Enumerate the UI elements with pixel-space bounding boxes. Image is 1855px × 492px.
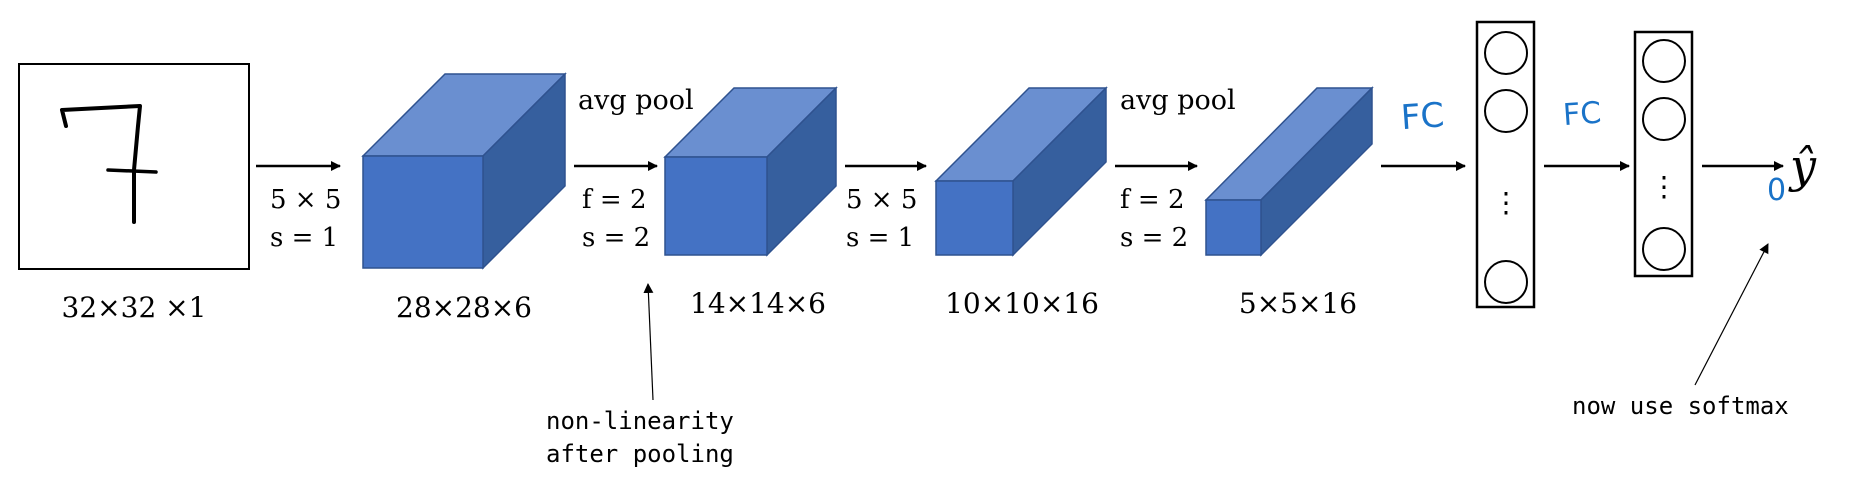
pooling-note-pointer xyxy=(643,283,654,401)
op4-stride-label: s = 2 xyxy=(1120,223,1188,253)
softmax-note-pointer xyxy=(1694,243,1769,386)
output-handwritten-mark: 0 xyxy=(1767,173,1786,208)
fc1-neuron xyxy=(1484,31,1528,75)
input-dims-label: 32×32 ×1 xyxy=(62,291,207,324)
layer-pool1-volume xyxy=(663,86,838,257)
layer-conv1-dims: 28×28×6 xyxy=(396,291,532,324)
fc2-neuron xyxy=(1642,39,1686,83)
pooling-note-line2: after pooling xyxy=(546,440,734,468)
layer-conv2-dims: 10×10×16 xyxy=(945,287,1099,320)
input-image xyxy=(18,63,250,270)
softmax-note: now use softmax xyxy=(1572,392,1789,420)
fc1-neuron xyxy=(1484,260,1528,304)
layer-pool1-dims: 14×14×6 xyxy=(690,287,826,320)
op4-title-label: avg pool xyxy=(1120,85,1236,116)
op1-stride-label: s = 1 xyxy=(270,223,338,253)
layer-conv1-volume xyxy=(361,72,567,270)
fc2-handwritten-label: FC xyxy=(1562,96,1603,134)
op2-stride-label: s = 2 xyxy=(582,223,650,253)
fc2-ellipsis: ⋮ xyxy=(1650,170,1678,203)
fc1-neuron xyxy=(1484,89,1528,133)
layer-pool2-dims: 5×5×16 xyxy=(1239,287,1357,320)
output-yhat-symbol: ŷ xyxy=(1788,139,1817,193)
pooling-note-line1: non-linearity xyxy=(546,407,734,435)
fc1-handwritten-label: FC xyxy=(1400,95,1446,138)
op1-kernel-label: 5 × 5 xyxy=(270,185,341,215)
layer-pool2-volume xyxy=(1204,86,1374,257)
op2-title-label: avg pool xyxy=(578,85,694,116)
op2-filter-label: f = 2 xyxy=(582,185,646,215)
op3-kernel-label: 5 × 5 xyxy=(846,185,917,215)
fc1-ellipsis: ⋮ xyxy=(1492,186,1520,219)
fc2-neuron xyxy=(1642,97,1686,141)
fc2-neuron xyxy=(1642,227,1686,271)
fc-layer-1: ⋮ xyxy=(1475,20,1536,309)
op3-stride-label: s = 1 xyxy=(846,223,914,253)
fc-layer-2: ⋮ xyxy=(1633,30,1694,278)
layer-conv2-volume xyxy=(934,86,1108,257)
handwritten-digit-7 xyxy=(60,104,158,224)
op4-filter-label: f = 2 xyxy=(1120,185,1184,215)
